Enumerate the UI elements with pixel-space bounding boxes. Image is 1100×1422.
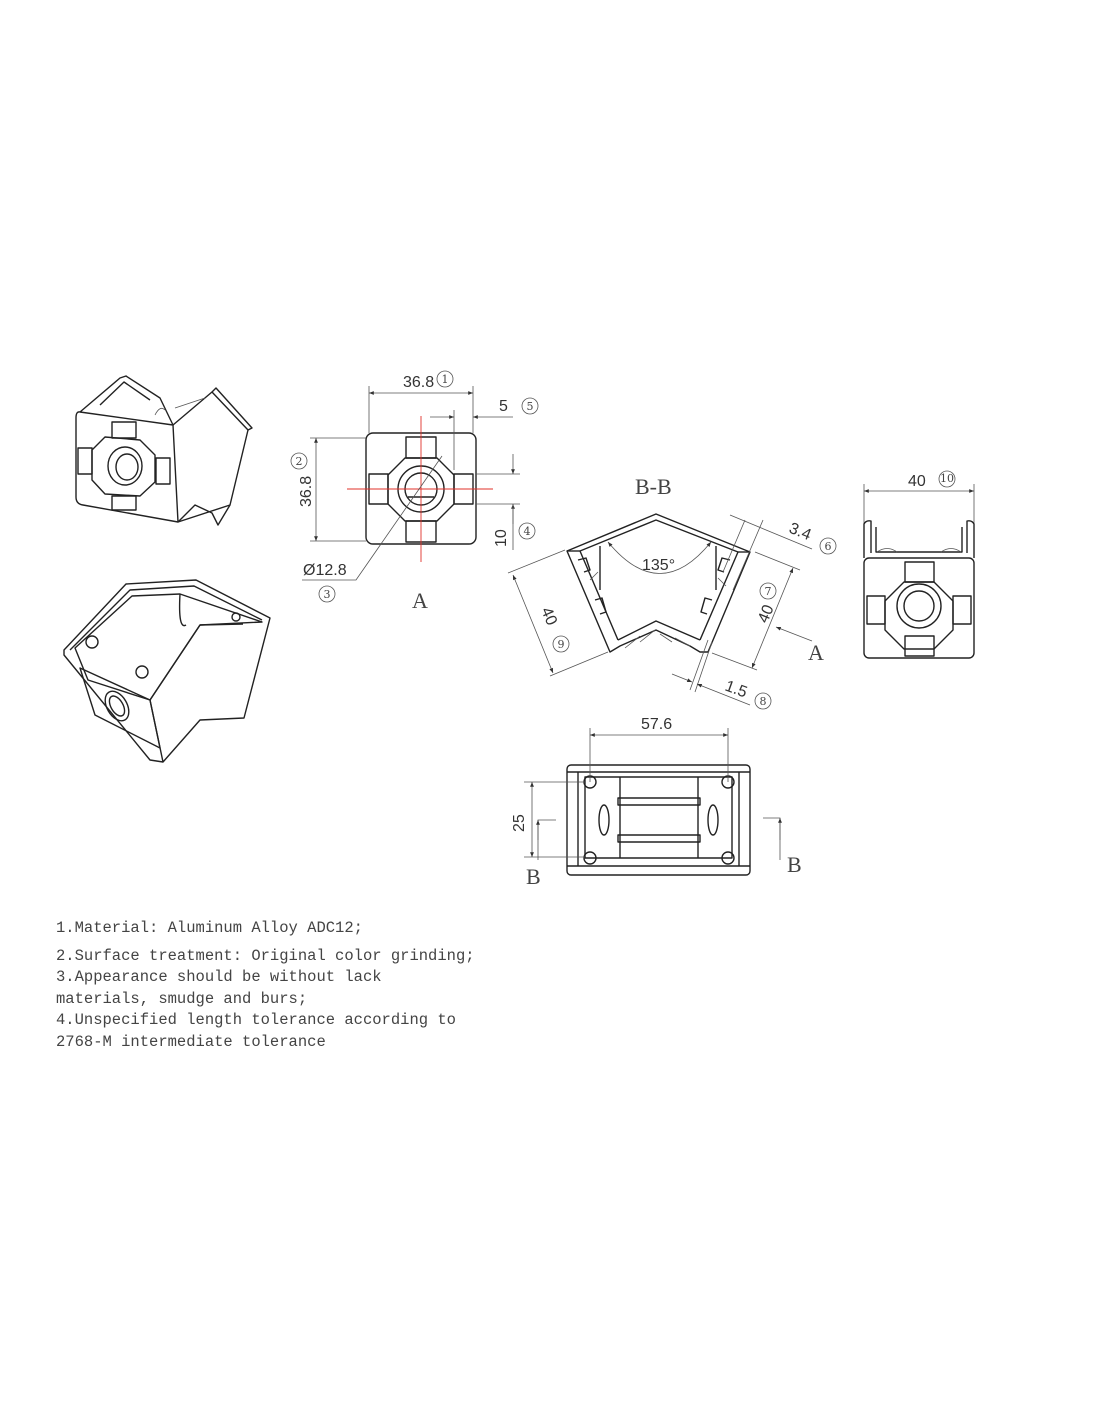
note-line: 2768-M intermediate tolerance bbox=[56, 1032, 326, 1051]
section-title: B-B bbox=[635, 474, 672, 499]
ref-number: 6 bbox=[825, 540, 832, 553]
ref-number: 4 bbox=[524, 525, 531, 538]
side-width-dimension: 40 bbox=[908, 473, 926, 490]
section-b-b: B-B 135° 3.4 6 40 7 A 40 9 bbox=[507, 474, 837, 710]
isometric-view-bottom bbox=[63, 579, 271, 763]
note-line: 4.Unspecified length tolerance according… bbox=[56, 1011, 456, 1029]
view-direction-label: A bbox=[808, 640, 824, 665]
note-line: materials, smudge and burs; bbox=[56, 989, 308, 1008]
section-marker-right: B bbox=[787, 852, 802, 877]
ref-number: 5 bbox=[527, 400, 534, 413]
ref-number: 1 bbox=[442, 373, 449, 386]
bottom-view: 57.6 25 B B bbox=[511, 716, 802, 889]
note-line: 3.Appearance should be without lack bbox=[56, 968, 382, 986]
technical-notes: 1.Material: Aluminum Alloy ADC12; 2.Surf… bbox=[56, 918, 475, 1053]
angle-dimension: 135° bbox=[642, 557, 675, 574]
ref-number: 8 bbox=[760, 695, 767, 708]
ref-number: 2 bbox=[296, 455, 303, 468]
offset-dimension: 5 bbox=[499, 398, 508, 415]
view-a: 36.8 1 5 5 36.8 2 10 4 Ø12.8 3 A bbox=[290, 370, 539, 613]
bottom-width-dimension: 57.6 bbox=[641, 716, 672, 733]
ref-number: 10 bbox=[940, 472, 954, 485]
height-dimension: 36.8 bbox=[298, 476, 315, 507]
view-label: A bbox=[412, 588, 428, 613]
thin-wall-dimension: 1.5 bbox=[723, 678, 750, 702]
ref-number: 7 bbox=[765, 585, 772, 598]
width-dimension: 36.8 bbox=[403, 374, 434, 391]
ref-number: 3 bbox=[324, 588, 331, 601]
side-view: 40 10 bbox=[863, 470, 975, 659]
note-line: 1.Material: Aluminum Alloy ADC12; bbox=[56, 919, 363, 937]
diameter-dimension: Ø12.8 bbox=[303, 562, 347, 579]
left-length-dimension: 40 bbox=[537, 605, 560, 628]
section-marker-left: B bbox=[526, 864, 541, 889]
note-line: 2.Surface treatment: Original color grin… bbox=[56, 946, 475, 965]
slot-dimension: 10 bbox=[493, 529, 510, 547]
right-length-dimension: 40 bbox=[755, 602, 778, 625]
isometric-view-top bbox=[75, 375, 253, 526]
bottom-height-dimension: 25 bbox=[511, 814, 528, 832]
ref-number: 9 bbox=[558, 638, 565, 651]
